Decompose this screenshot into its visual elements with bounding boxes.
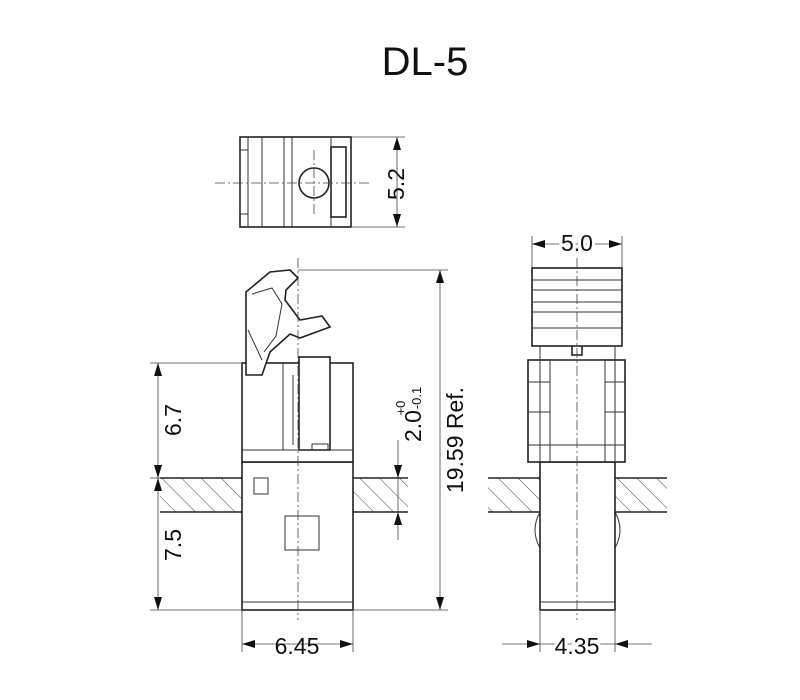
dim-panel-tolerance-lower: -0.1	[409, 387, 424, 409]
dim-overall-height: 19.59 Ref.	[442, 387, 468, 493]
dim-front-lower-height: 7.5	[160, 529, 186, 561]
dim-front-width: 6.45	[275, 633, 320, 659]
dim-side-lower-width: 4.35	[555, 633, 600, 659]
dim-front-upper-height: 6.7	[160, 404, 186, 436]
front-view	[150, 258, 448, 652]
top-view	[215, 136, 405, 228]
side-view	[488, 236, 667, 652]
dim-panel-thickness: 2.0	[400, 410, 426, 442]
dim-top-view-height: 5.2	[383, 168, 409, 200]
dim-panel-tolerance-upper: +0	[393, 401, 408, 416]
drawing-title: DL-5	[382, 40, 469, 84]
dim-side-width: 5.0	[561, 230, 593, 256]
